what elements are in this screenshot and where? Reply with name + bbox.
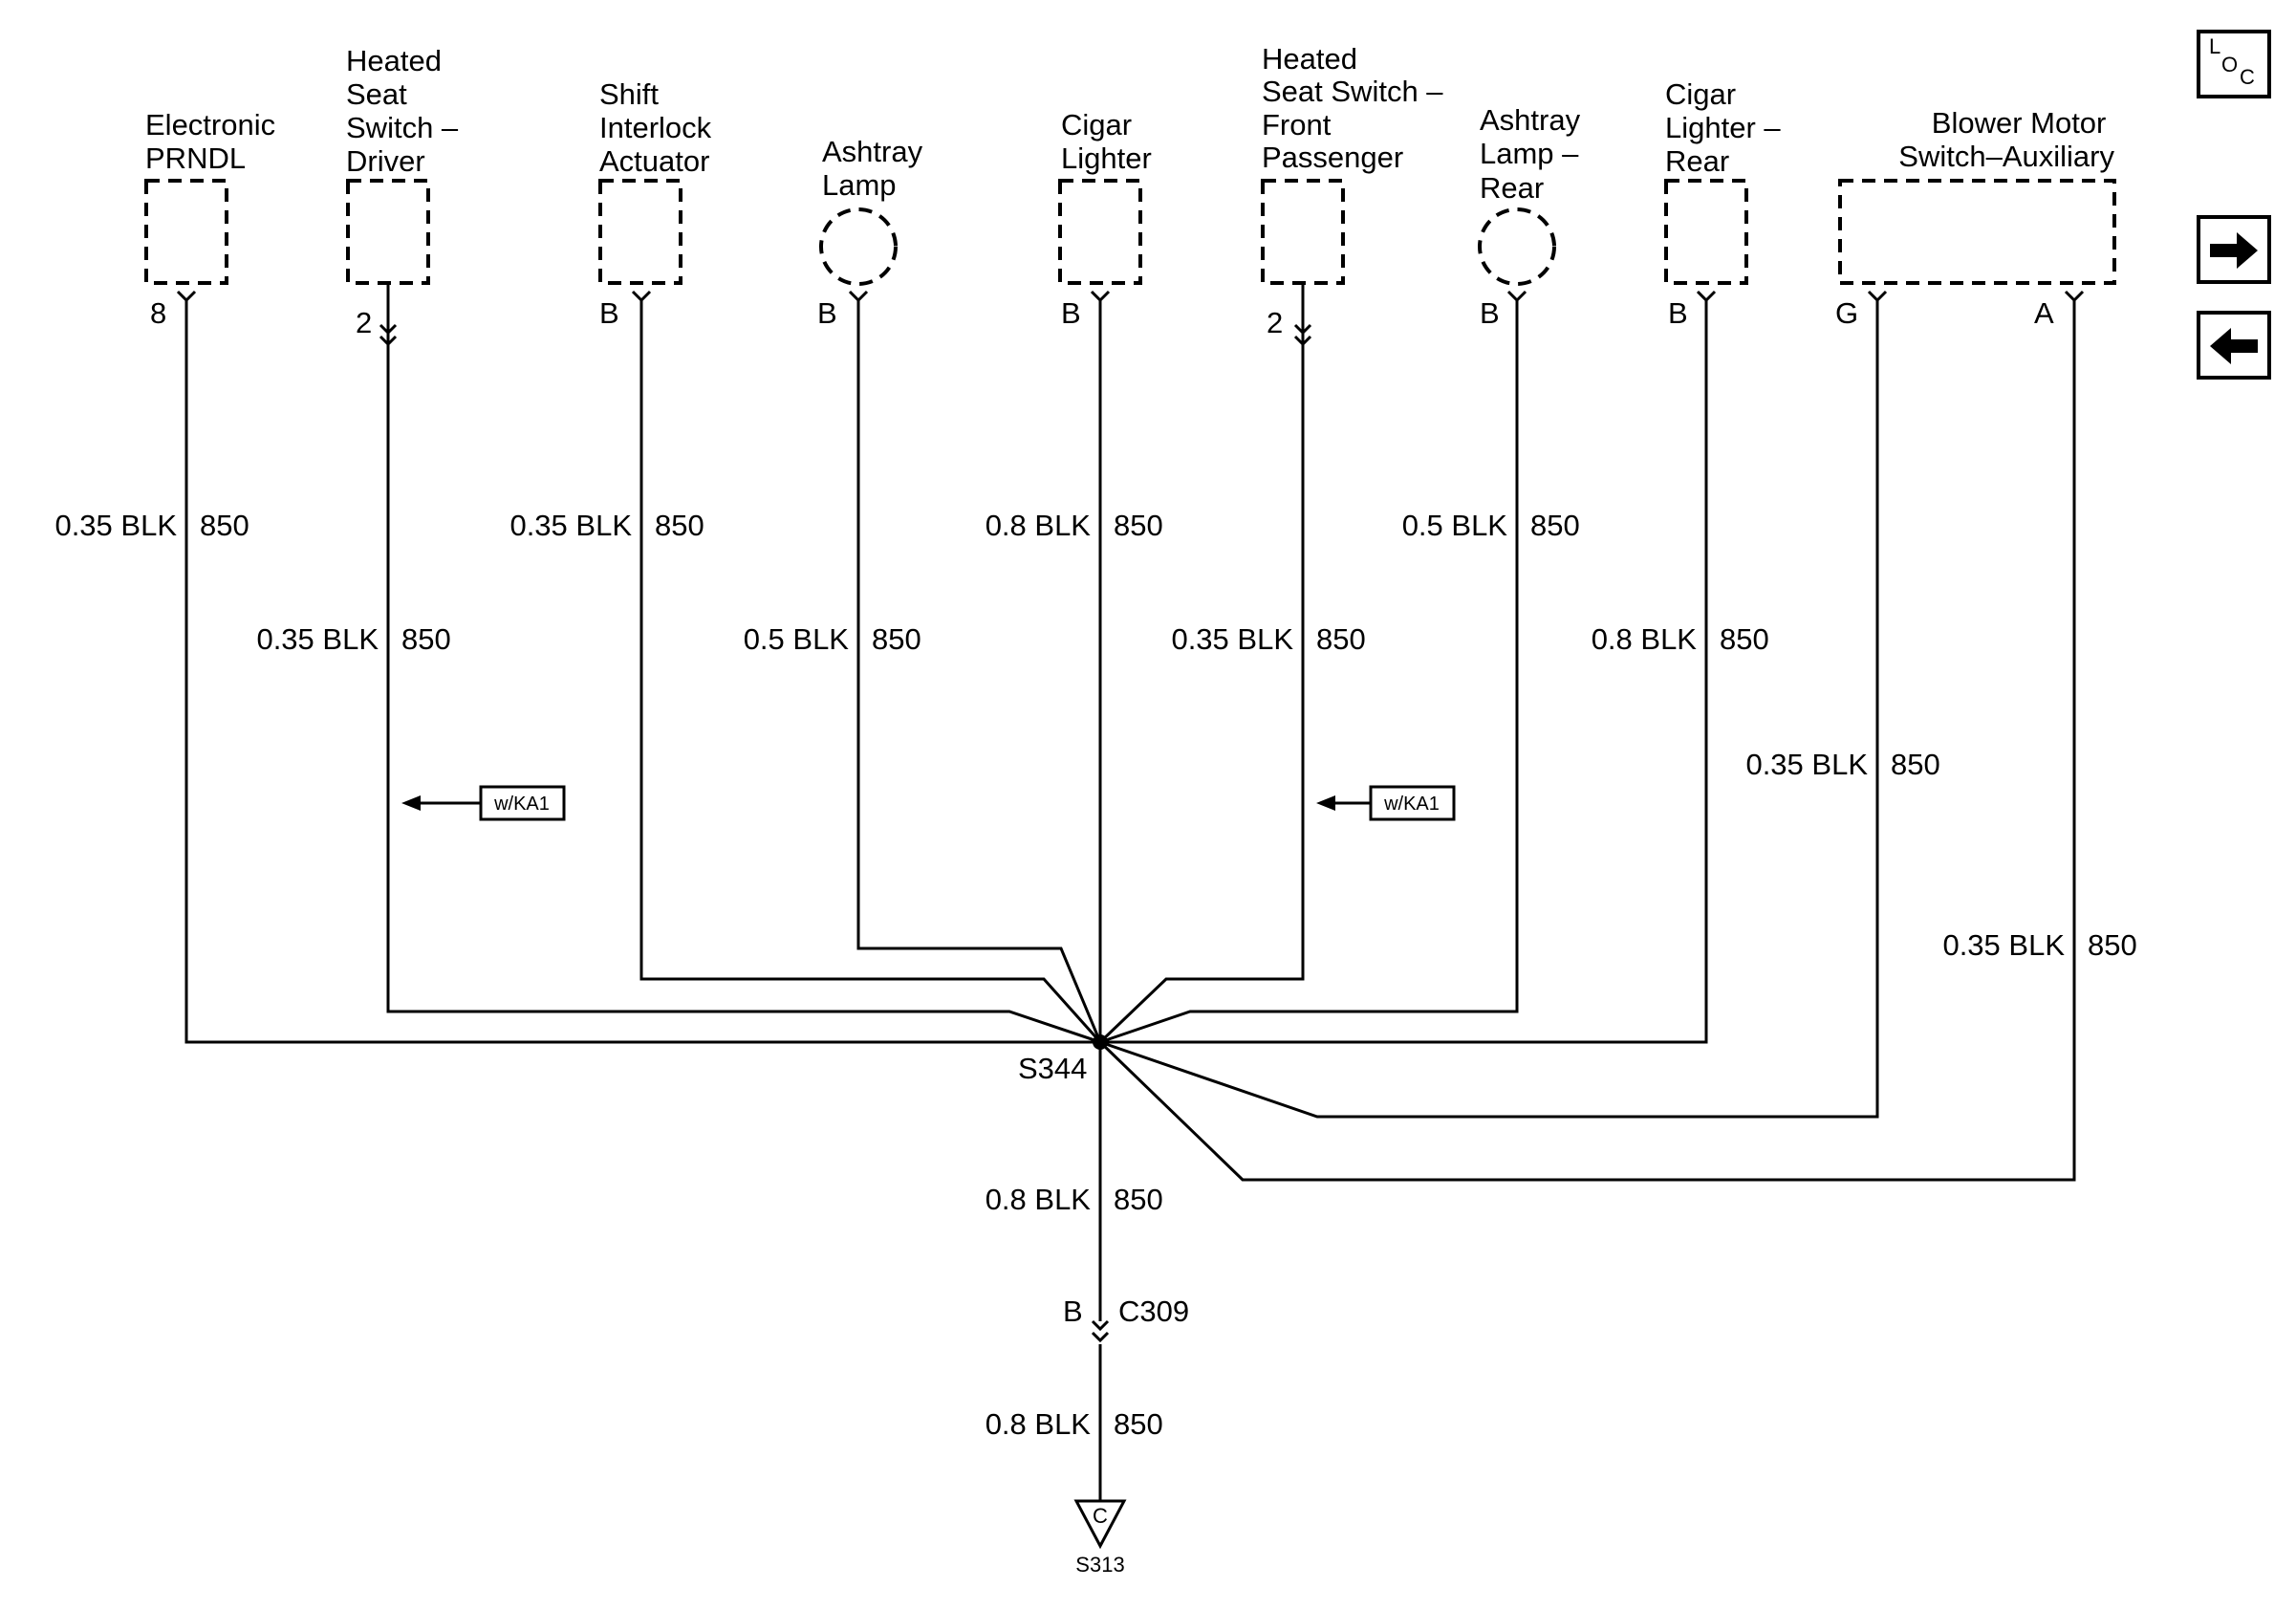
component-lamp-ashtray-rear (1478, 207, 1556, 286)
wire-harness (184, 283, 2076, 1501)
arrow-left-icon (1316, 795, 1335, 811)
wire-labels: 0.35 BLK 850 0.35 BLK 850 0.35 BLK 850 0… (54, 509, 2136, 1441)
pin-label: B (817, 296, 837, 330)
circuit-label: 850 (200, 509, 249, 542)
wire-size-label: 0.8 BLK (986, 509, 1092, 542)
component-label-blower-motor-switch-auxiliary: Blower Motor Switch–Auxiliary (1898, 106, 2114, 173)
pin-label: B (1668, 296, 1688, 330)
ground-label: S313 (1075, 1553, 1124, 1577)
circuit-label: 850 (1720, 622, 1769, 656)
ground-symbol-icon (1073, 1499, 1127, 1550)
wire-size-label: 0.5 BLK (1402, 509, 1508, 542)
option-tag-passenger: w/KA1 (1316, 785, 1456, 821)
ground-letter: C (1093, 1504, 1108, 1528)
component-lamp-ashtray (819, 207, 898, 286)
component-box-electronic-prndl (144, 179, 228, 285)
wire-size-label: 0.35 BLK (1745, 748, 1868, 781)
component-label-ashtray-lamp: Ashtray Lamp (822, 135, 931, 202)
wire-shift-interlock (639, 304, 1102, 1043)
previous-page-button[interactable] (2197, 311, 2271, 380)
component-box-shift-interlock-actuator (598, 179, 682, 285)
pin-terminals (176, 290, 2085, 347)
pin-label: 8 (150, 296, 166, 330)
component-label-shift-interlock-actuator: Shift Interlock Actuator (599, 77, 720, 178)
circuit-label: 850 (1891, 748, 1940, 781)
wire-size-label: 0.35 BLK (1171, 622, 1293, 656)
arrow-left-icon (401, 795, 421, 811)
wire-size-label: 0.5 BLK (744, 622, 850, 656)
component-box-blower-motor-switch (1838, 179, 2116, 285)
next-page-button[interactable] (2197, 215, 2271, 284)
wire-size-label: 0.8 BLK (986, 1407, 1092, 1441)
option-tag-driver: w/KA1 (401, 785, 566, 821)
svg-text:O: O (2221, 53, 2238, 76)
svg-text:C: C (2240, 65, 2255, 89)
connector-label: C309 (1118, 1295, 1189, 1328)
svg-text:w/KA1: w/KA1 (493, 794, 550, 815)
pin-label: B (599, 296, 619, 330)
wire-cigar-lighter-rear (1100, 304, 1708, 1044)
wire-blower-g (1099, 304, 1879, 1119)
svg-text:L: L (2209, 34, 2220, 58)
component-label-cigar-lighter-rear: Cigar Lighter – Rear (1665, 77, 1788, 178)
wire-size-label: 0.35 BLK (256, 622, 379, 656)
splice-dot (1093, 1034, 1108, 1050)
wire-heated-seat-passenger (1098, 283, 1305, 1044)
inline-connector-c309 (1091, 1319, 1110, 1343)
wire-size-label: 0.35 BLK (509, 509, 632, 542)
connector-pin-label: B (1063, 1295, 1083, 1328)
circuit-label: 850 (401, 622, 451, 656)
circuit-label: 850 (1114, 1183, 1163, 1216)
wire-electronic-prndl (184, 304, 1100, 1044)
pin-label: A (2034, 296, 2054, 330)
pin-label: B (1061, 296, 1081, 330)
component-label-heated-seat-switch-driver: Heated Seat Switch – Driver (346, 44, 466, 178)
circuit-label: 850 (1316, 622, 1366, 656)
component-label-electronic-prndl: Electronic PRNDL (145, 108, 284, 175)
component-box-cigar-lighter (1058, 179, 1142, 285)
pin-label: G (1835, 296, 1858, 330)
svg-text:w/KA1: w/KA1 (1383, 794, 1440, 815)
circuit-label: 850 (2088, 928, 2137, 962)
wire-heated-seat-driver (386, 283, 1101, 1044)
circuit-label: 850 (872, 622, 921, 656)
circuit-label: 850 (655, 509, 704, 542)
arrow-right-icon (2210, 232, 2258, 269)
pin-label: B (1480, 296, 1500, 330)
pin-label: 2 (356, 306, 372, 339)
wire-size-label: 0.35 BLK (54, 509, 177, 542)
wire-ashtray-lamp (856, 304, 1102, 1043)
wire-ashtray-lamp-rear (1099, 304, 1519, 1044)
loc-button[interactable]: L O C (2197, 30, 2271, 98)
splice-label: S344 (1018, 1052, 1087, 1085)
wire-size-label: 0.8 BLK (1592, 622, 1698, 656)
circuit-label: 850 (1114, 1407, 1163, 1441)
component-label-heated-seat-switch-front-passenger: Heated Seat Switch – Front Passenger (1262, 42, 1451, 174)
component-box-cigar-lighter-rear (1664, 179, 1748, 285)
component-label-cigar-lighter: Cigar Lighter (1061, 108, 1152, 175)
component-box-heated-seat-switch-passenger (1261, 179, 1345, 285)
pin-label: 2 (1267, 306, 1283, 339)
circuit-label: 850 (1530, 509, 1580, 542)
arrow-left-icon (2210, 328, 2258, 364)
component-box-heated-seat-switch-driver (346, 179, 430, 285)
wire-blower-a (1098, 304, 2076, 1182)
circuit-label: 850 (1114, 509, 1163, 542)
wire-size-label: 0.35 BLK (1942, 928, 2065, 962)
wire-size-label: 0.8 BLK (986, 1183, 1092, 1216)
component-label-ashtray-lamp-rear: Ashtray Lamp – Rear (1480, 103, 1589, 205)
